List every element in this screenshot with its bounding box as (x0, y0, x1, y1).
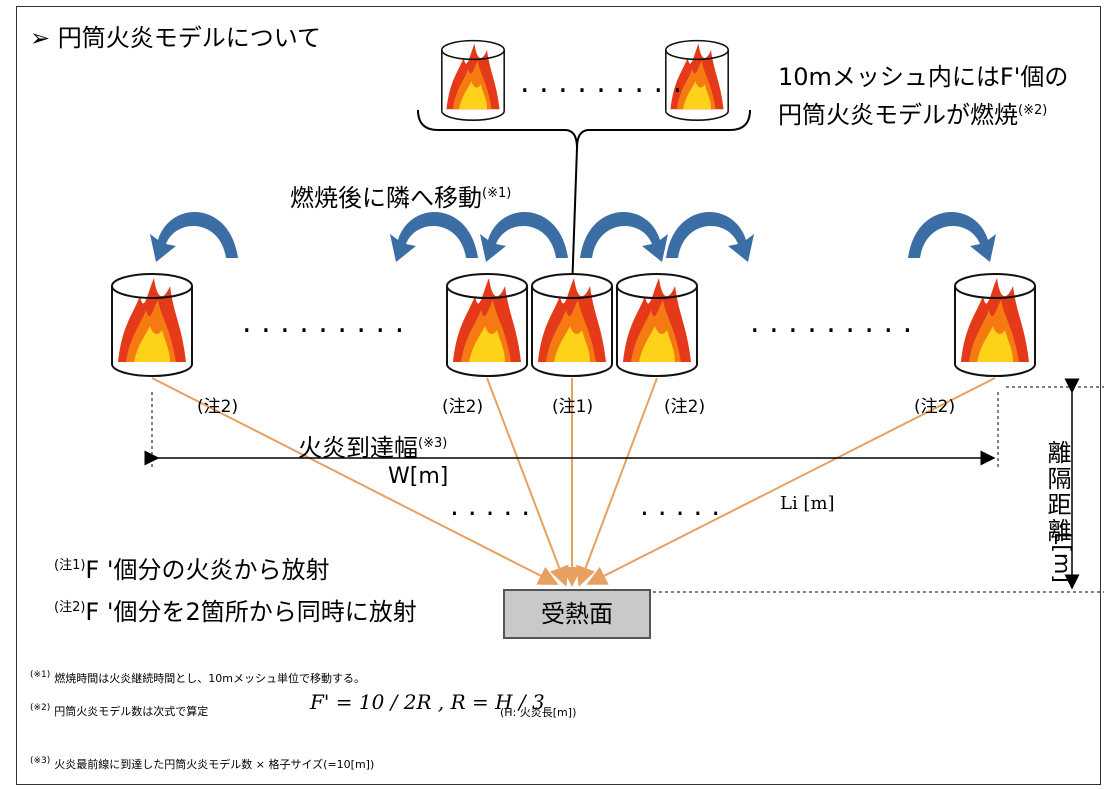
width-label: W[m] (388, 464, 449, 489)
row-ellipsis-left: . . . . . . . . . (242, 305, 404, 340)
row-cylinder-5 (954, 273, 1036, 377)
reach-label: 火炎到達幅(※3) (298, 434, 448, 462)
footnote-1: (※1)燃焼時間は火炎継続時間とし、10mメッシュ単位で移動する。 (30, 670, 366, 685)
row-cylinder-2 (446, 273, 528, 377)
cylinder-label-4: (注2) (664, 397, 706, 417)
top-ellipsis: . . . . . . . . . (520, 65, 682, 100)
slide-frame (16, 6, 1101, 785)
radiation-ellipsis-left: . . . . . (450, 489, 530, 522)
footnote-3: (※3)火炎最前線に到達した円筒火炎モデル数 × 格子サイズ(=10[m]) (30, 756, 375, 771)
radiation-ellipsis-right: . . . . . (640, 489, 720, 522)
move-arrow-1 (150, 211, 238, 262)
cylinder-label-2: (注2) (442, 397, 484, 417)
separation-unit: L[m] (1049, 532, 1074, 583)
receiver-surface: 受熱面 (503, 589, 651, 639)
brace-pointer (571, 147, 578, 291)
cylinder-label-5: (注2) (914, 397, 956, 417)
radiation-lines (151, 377, 996, 587)
move-arrows (150, 211, 996, 262)
row-cylinder-3 (531, 273, 613, 377)
move-arrow-5 (666, 211, 754, 262)
radiation-line-1 (151, 377, 559, 585)
formula-suffix: (H: 火炎長[m]) (500, 706, 577, 719)
top-note-line-1: 10mメッシュ内にはF'個の (778, 63, 1069, 91)
move-arrow-4 (580, 211, 668, 262)
move-arrow-6 (908, 211, 996, 262)
cylinder-label-1: (注2) (197, 397, 239, 417)
group-brace (417, 109, 751, 149)
radiation-line-4 (576, 377, 658, 587)
move-arrow-3 (480, 211, 568, 262)
move-label: 燃焼後に隣へ移動(※1) (290, 184, 512, 212)
top-note-line-2: 円筒火炎モデルが燃焼(※2) (778, 101, 1048, 129)
move-arrow-2 (390, 211, 478, 262)
row-cylinder-1 (111, 273, 193, 377)
model-count-formula: F' = 10 / 2R , R = H / 3 (310, 690, 545, 714)
footnote-2: (※2)円筒火炎モデル数は次式で算定 (30, 703, 209, 718)
row-cylinder-4 (616, 273, 698, 377)
row-ellipsis-right: . . . . . . . . . (750, 305, 912, 340)
page-title: ➢ 円筒火炎モデルについて (30, 24, 322, 52)
note-2: (注2)F '個分を2箇所から同時に放射 (54, 598, 417, 626)
top-cylinder-left (441, 39, 505, 121)
radiation-line-2 (486, 377, 569, 587)
top-note: 10mメッシュ内にはF'個の 円筒火炎モデルが燃焼(※2) (778, 60, 1068, 132)
radiation-line-5 (586, 377, 996, 585)
note-1: (注1)F '個分の火炎から放射 (54, 556, 330, 584)
distance-label: Li [m] (780, 493, 835, 514)
separation-label: 離隔距離 (1043, 440, 1071, 544)
cylinder-label-3: (注1) (552, 397, 594, 417)
